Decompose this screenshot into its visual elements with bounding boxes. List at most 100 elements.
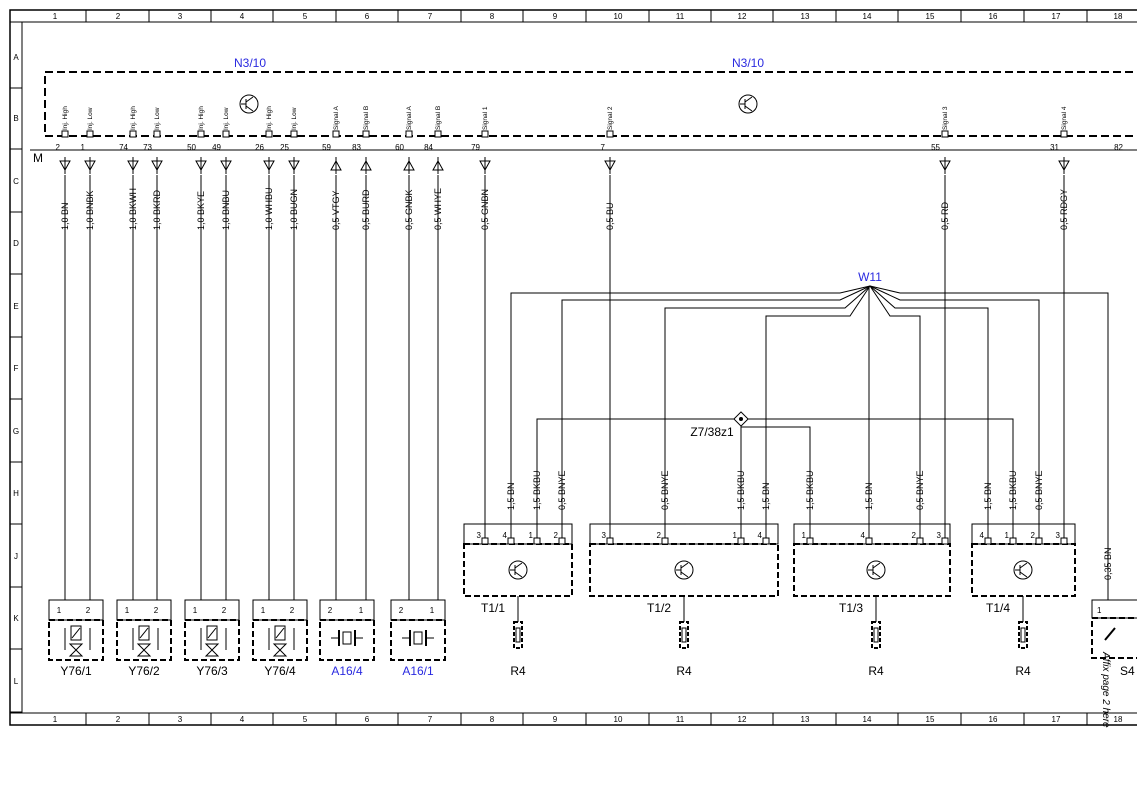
splice-label: Z7/38z1 [690,425,734,439]
transmitter-label: T1/2 [647,601,671,615]
harness-w11 [510,285,1109,530]
grid-col-label: 14 [863,12,872,21]
grid-col-label: 18 [1114,12,1123,21]
pin-number: 74 [119,143,128,152]
wire-label: 0,5 GNBN [480,189,490,230]
svg-text:1: 1 [733,531,738,540]
wire-label: 0,5 BURD [361,189,371,230]
control-module-box [44,71,1137,137]
svg-text:4: 4 [980,531,985,540]
pin-number: 59 [322,143,331,152]
grid-col-label: 10 [614,12,623,21]
wire-label: 0,5 WHYE [433,188,443,230]
pin-number: 31 [1050,143,1059,152]
grid-col-label: 8 [490,12,495,21]
wire-label: 0,35 BN [1103,547,1113,580]
wire-label: 0,5 RDGY [1059,189,1069,230]
drawing-frame [9,9,1137,726]
transistor-icon [738,94,758,114]
wire-label: 1,0 BKYE [196,191,206,230]
grid-col-label: 5 [303,12,308,21]
grid-col-label: 16 [989,715,998,724]
signal-label: Inj. Low [87,107,94,130]
ground-label: M [33,151,43,165]
wire-label: 0,5 BNYE [557,470,567,510]
transistor-icon [508,560,528,580]
pin-number: 79 [471,143,480,152]
svg-text:1: 1 [125,606,130,615]
pin-number: 83 [352,143,361,152]
pin-number: 25 [280,143,289,152]
signal-label: Signal A [406,105,413,130]
wire-label: 0,5 GNBK [404,189,414,230]
transistor-icon [866,560,886,580]
pin-number: 26 [255,143,264,152]
grid-col-label: 6 [365,715,370,724]
injector-label: Y76/3 [196,664,228,678]
grid-col-label: 3 [178,12,183,21]
signal-label: Signal B [435,106,442,130]
module-pin: Inj. High 26 1,0 WHBU [255,106,275,600]
grid-col-label: 2 [116,715,121,724]
wire-label: 1,0 WHBU [264,187,274,230]
wire-label: 1,5 BKBU [805,470,815,510]
transmitter-label: T1/1 [481,601,505,615]
grid-col-label: 13 [801,715,810,724]
grid-col-label: 4 [240,715,245,724]
grid-col-label: 14 [863,715,872,724]
transistor-icon [1013,560,1033,580]
svg-text:3: 3 [602,531,607,540]
svg-text:1: 1 [802,531,807,540]
svg-text:1: 1 [430,606,435,615]
wire-label: 1,5 BKBU [532,470,542,510]
wire-label: 1,0 BUGN [289,189,299,230]
signal-label: Inj. High [198,106,205,130]
svg-text:1: 1 [261,606,266,615]
svg-text:1: 1 [359,606,364,615]
transistor-icon [674,560,694,580]
injector-label: Y76/1 [60,664,92,678]
pin-number: 82 [1114,143,1123,152]
pin-number: 55 [931,143,940,152]
pin-number: 49 [212,143,221,152]
grid-col-label: 11 [676,715,685,724]
wire-label: 0,5 BNYE [1034,470,1044,510]
svg-text:3: 3 [937,531,942,540]
affix-note: Affix page 2 here [1100,651,1111,728]
grid-row-label: H [13,489,19,498]
module-pin: Signal 270,5 BU [601,106,616,530]
grid-col-label: 6 [365,12,370,21]
r4-label: R4 [510,664,526,678]
signal-label: Inj. Low [223,107,230,130]
grid-col-label: 2 [116,12,121,21]
wire-label: 1,5 BKBU [736,470,746,510]
grid-col-label: 17 [1052,715,1061,724]
transmitter-label: T1/4 [986,601,1010,615]
svg-text:1: 1 [529,531,534,540]
svg-text:2: 2 [554,531,559,540]
module-pin: Inj. Low 25 1,0 BUGN [280,107,300,600]
grid-col-label: 16 [989,12,998,21]
splice-bus [536,418,1014,478]
grid-row-label: A [13,53,19,62]
signal-label: Inj. Low [291,107,298,130]
grid-col-label: 15 [926,12,935,21]
signal-label: Inj. High [266,106,273,130]
svg-text:2: 2 [86,606,91,615]
wire-label: 1,0 BNBU [221,190,231,230]
wire-label: 1,5 BN [761,482,771,510]
grid-col-label: 5 [303,715,308,724]
svg-text:4: 4 [861,531,866,540]
svg-text:3: 3 [477,531,482,540]
